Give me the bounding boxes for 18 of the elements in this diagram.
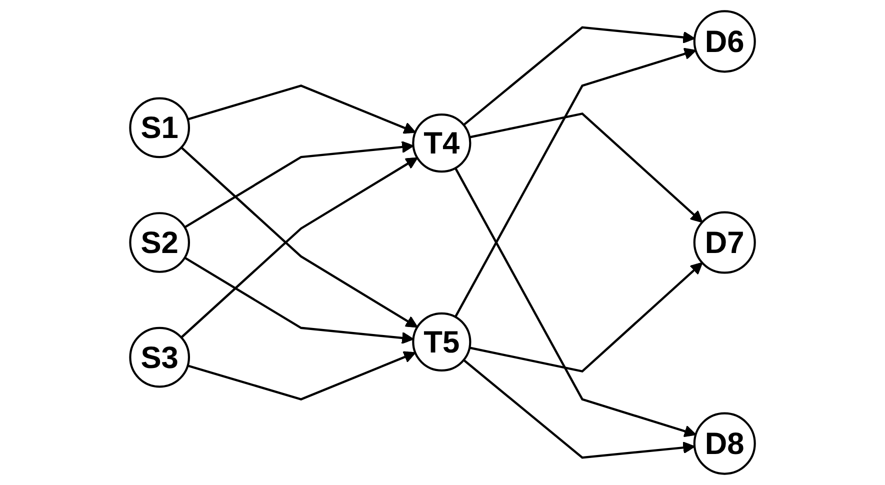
arrow [184, 256, 414, 344]
arrow [187, 351, 416, 401]
arrow [462, 26, 696, 126]
node-circle: S2 [129, 212, 190, 273]
arrow [454, 168, 696, 438]
arrow [469, 262, 703, 373]
arrow [187, 84, 416, 134]
arrow [184, 140, 414, 228]
node-circle: T4 [412, 114, 472, 173]
node-circle: D7 [693, 211, 756, 274]
node-circle: S1 [129, 97, 190, 158]
arrow [469, 112, 703, 223]
node-circle: D6 [693, 10, 756, 73]
node-circle: S3 [129, 326, 190, 388]
node-circle: T5 [412, 312, 472, 372]
arrow [462, 359, 696, 459]
arrow [454, 48, 696, 318]
node-circle: D8 [693, 412, 756, 475]
